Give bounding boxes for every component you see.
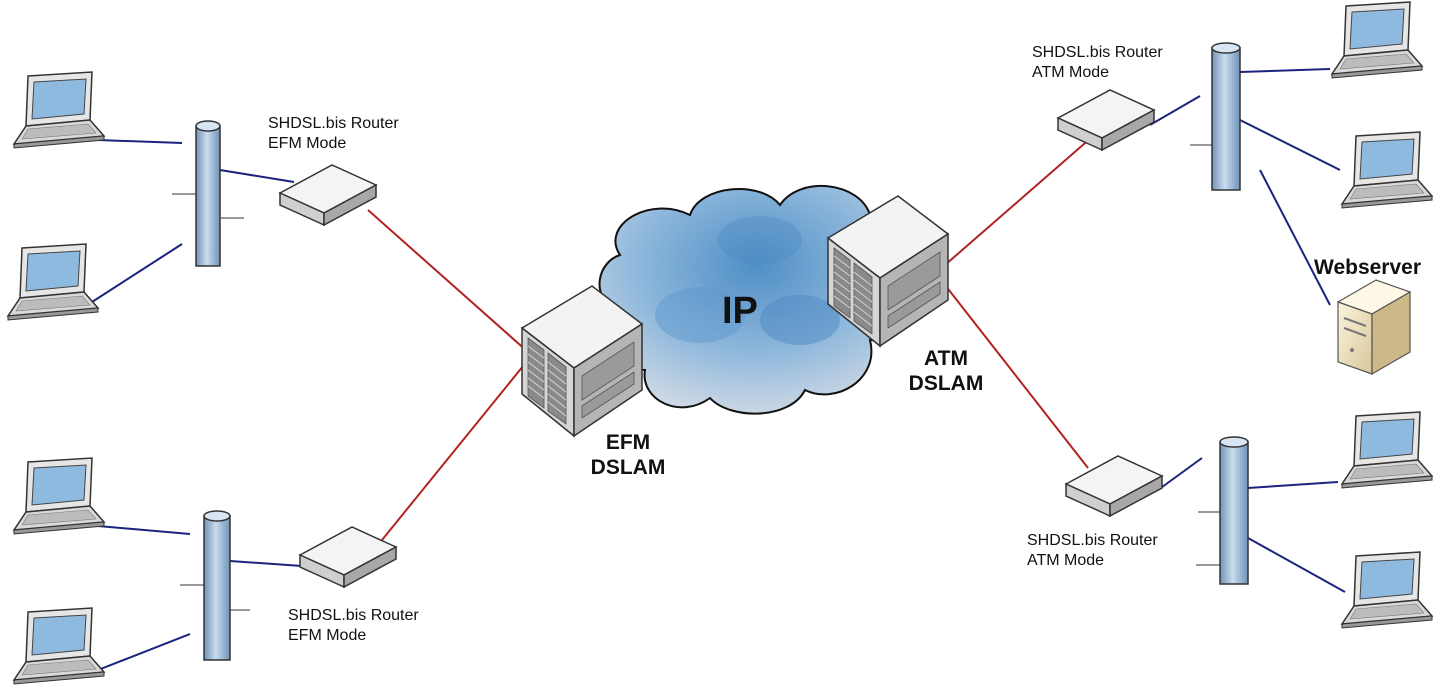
webserver-label: Webserver — [1314, 256, 1422, 279]
router-top-right-label: SHDSL.bis Router ATM Mode — [1032, 43, 1163, 83]
wan-link-top-left — [367, 209, 529, 353]
laptop-left-2 — [7, 243, 99, 321]
atm-dslam-label: ATM DSLAM — [896, 346, 996, 396]
router-bottom-left — [299, 526, 397, 588]
lan-links — [91, 68, 1346, 671]
efm-dslam-label-line2: DSLAM — [590, 456, 666, 479]
laptop-left-4 — [13, 607, 105, 685]
atm-dslam-label-line2: DSLAM — [908, 372, 984, 395]
router-bottom-right-label-line1: SHDSL.bis Router — [1027, 532, 1158, 549]
atm-dslam-label-line1: ATM — [924, 347, 968, 370]
wan-links — [367, 129, 1101, 541]
wan-link-bottom-right — [944, 284, 1089, 469]
hub-top-right — [1211, 42, 1241, 191]
laptop-left-1 — [13, 71, 105, 149]
webserver-icon — [1336, 279, 1412, 376]
hub-top-left — [195, 120, 221, 267]
router-top-left-label-line1: SHDSL.bis Router — [268, 115, 399, 132]
laptop-left-3 — [13, 457, 105, 535]
router-bottom-left-label: SHDSL.bis Router EFM Mode — [288, 606, 419, 646]
router-bottom-left-label-line1: SHDSL.bis Router — [288, 607, 419, 624]
laptop-right-2 — [1341, 131, 1433, 209]
hub-port-stubs — [172, 144, 1220, 611]
laptop-right-1 — [1331, 1, 1423, 79]
hub-bottom-right — [1219, 436, 1249, 585]
ip-cloud-label: IP — [722, 290, 758, 332]
router-bottom-left-label-line2: EFM Mode — [288, 627, 367, 644]
router-bottom-right — [1065, 455, 1163, 517]
efm-dslam-label: EFM DSLAM — [578, 430, 678, 480]
router-top-right — [1057, 89, 1155, 151]
router-top-left-label-line2: EFM Mode — [268, 135, 347, 152]
efm-dslam-label-line1: EFM — [605, 431, 651, 454]
laptop-right-4 — [1341, 551, 1433, 629]
router-top-left-label: SHDSL.bis Router EFM Mode — [268, 114, 399, 154]
router-bottom-right-label-line2: ATM Mode — [1027, 552, 1105, 569]
laptop-right-3 — [1341, 411, 1433, 489]
router-top-left — [279, 164, 377, 226]
wan-link-top-right — [944, 129, 1101, 266]
router-top-right-label-line2: ATM Mode — [1032, 64, 1110, 81]
wan-link-bottom-left — [381, 359, 529, 541]
router-top-right-label-line1: SHDSL.bis Router — [1032, 44, 1163, 61]
router-bottom-right-label: SHDSL.bis Router ATM Mode — [1027, 531, 1158, 571]
hub-bottom-left — [203, 510, 231, 661]
